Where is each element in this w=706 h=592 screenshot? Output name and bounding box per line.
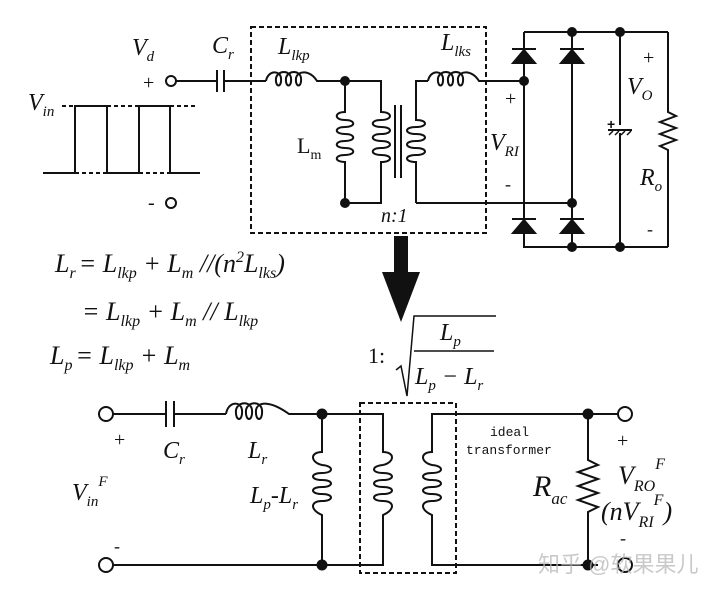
llkp-inductor xyxy=(265,71,345,87)
square-wave-source xyxy=(43,105,200,174)
bottom-output-plus-terminal xyxy=(617,406,633,422)
ideal-primary xyxy=(322,413,393,566)
bottom-minus-sign: - xyxy=(114,536,120,556)
nvri-f-label: (nVRIF) xyxy=(601,492,672,531)
sqrt-sign xyxy=(395,315,496,397)
ideal-secondary xyxy=(422,413,598,566)
input-minus-terminal xyxy=(165,197,177,209)
lp-lr-inductor xyxy=(312,414,332,565)
vri-minus-sign: - xyxy=(505,174,511,194)
llks-label: Llks xyxy=(440,30,471,60)
rac-resistor xyxy=(574,414,602,565)
cr-capacitor xyxy=(176,70,266,92)
vo-plus-sign: + xyxy=(643,47,654,69)
capacitor-polarity: + xyxy=(607,116,615,132)
transformer-primary xyxy=(345,80,391,204)
turns-ratio-label: n:1 xyxy=(381,205,408,227)
watermark: 知乎 @软果果儿 xyxy=(538,552,698,577)
output-capacitor xyxy=(608,32,632,247)
ro-label: Ro xyxy=(639,165,663,195)
diode-d4 xyxy=(558,218,586,234)
input-plus-terminal xyxy=(165,75,177,87)
input-plus-sign: + xyxy=(143,72,154,94)
llks-inductor xyxy=(427,71,524,87)
cr-label: Cr xyxy=(212,33,234,63)
vo-label: VO xyxy=(627,74,653,104)
output-plus-sign: + xyxy=(617,430,628,452)
diode-d3 xyxy=(510,218,538,234)
ratio-formula: 1: Lp Lp − Lr xyxy=(368,320,483,394)
vri-label: VRI xyxy=(490,130,520,160)
output-capacitor-hatch xyxy=(608,130,632,136)
llkp-label: Llkp xyxy=(277,34,310,64)
vin-f-label: VinF xyxy=(72,474,108,510)
bottom-plus-sign: + xyxy=(114,429,125,451)
diode-d1 xyxy=(510,48,538,64)
vro-f-label: VROF xyxy=(618,456,665,495)
equation-line-3: Lp= Llkp + Lm xyxy=(49,341,190,374)
transformer-core xyxy=(394,105,402,178)
bottom-cr-capacitor xyxy=(113,401,226,427)
lp-lr-label: Lp-Lr xyxy=(249,483,298,513)
equations: Lr= Llkp + Lm //(n2Llks) = Llkp + Lm // … xyxy=(49,249,285,374)
ratio-denominator: Lp − Lr xyxy=(414,364,483,394)
bottom-input-plus-terminal xyxy=(98,406,114,422)
vin-label: Vin xyxy=(28,90,54,120)
ratio-numerator: Lp xyxy=(439,320,461,350)
equation-line-2: = Llkp + Lm // Llkp xyxy=(82,297,258,330)
lm-inductor xyxy=(335,81,355,203)
vri-plus-sign: + xyxy=(505,88,516,110)
lr-label: Lr xyxy=(247,438,267,468)
transformer-secondary xyxy=(406,80,428,203)
diode-d2 xyxy=(558,48,586,64)
ro-resistor xyxy=(657,32,679,247)
output-minus-sign: - xyxy=(620,528,626,548)
ideal-label-line-2: transformer xyxy=(466,443,552,458)
lr-inductor xyxy=(225,402,322,420)
lm-label: Lm xyxy=(297,133,321,163)
ratio-prefix: 1: xyxy=(368,343,385,368)
vd-label: Vd xyxy=(132,35,155,65)
bottom-output-minus-terminal xyxy=(617,557,633,573)
vo-minus-sign: - xyxy=(647,219,653,239)
bottom-cr-label: Cr xyxy=(163,438,185,468)
down-arrow-icon xyxy=(382,236,420,322)
ideal-transformer-dashed-box xyxy=(359,402,457,574)
ideal-label-line-1: ideal xyxy=(490,425,529,440)
bottom-input-minus-terminal xyxy=(98,557,114,573)
transformer-dashed-box xyxy=(250,26,487,234)
rac-label: Rac xyxy=(532,470,568,508)
equation-line-1: Lr= Llkp + Lm //(n2Llks) xyxy=(54,249,285,282)
input-minus-sign: - xyxy=(148,192,155,214)
